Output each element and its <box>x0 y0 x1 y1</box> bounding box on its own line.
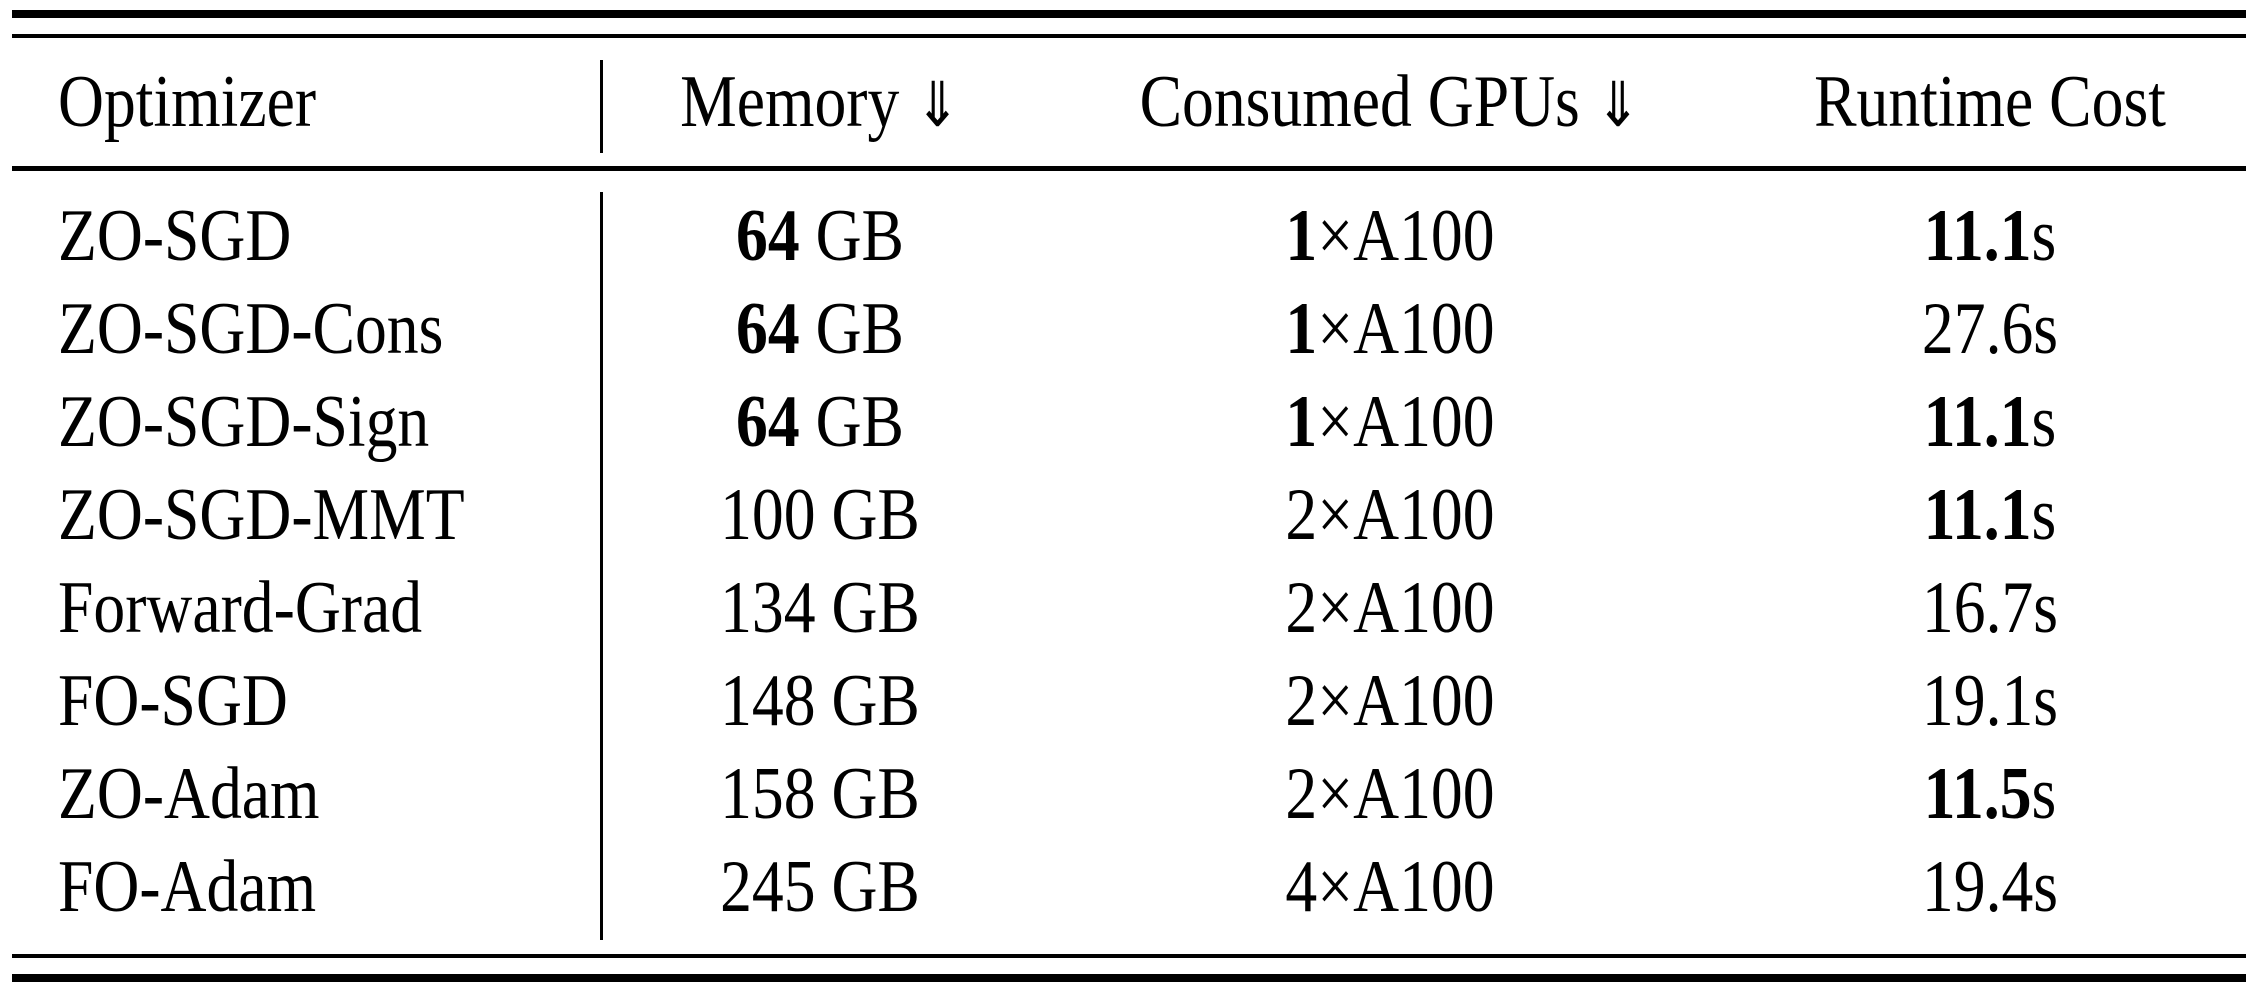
cell-optimizer: Forward-Grad <box>58 567 423 649</box>
column-separator-header <box>600 60 603 153</box>
column-separator-body <box>600 192 603 940</box>
cell-optimizer: ZO-SGD-Cons <box>58 288 444 370</box>
cell-consumed-gpus: 2×A100 <box>1285 567 1495 649</box>
cell-optimizer: ZO-Adam <box>58 753 320 835</box>
cell-memory: 148 GB <box>720 660 920 742</box>
header-memory: Memory ⇓ <box>680 61 960 143</box>
top-rule-thick <box>12 10 2246 18</box>
header-rule <box>12 166 2246 171</box>
header-runtime-cost: Runtime Cost <box>1814 61 2166 143</box>
cell-consumed-gpus: 4×A100 <box>1285 846 1495 928</box>
cell-consumed-gpus: 2×A100 <box>1285 474 1495 556</box>
header-consumed-gpus: Consumed GPUs ⇓ <box>1139 61 1641 143</box>
cell-memory: 64 GB <box>736 288 904 370</box>
down-double-arrow-icon: ⇓ <box>915 68 960 141</box>
cell-optimizer: ZO-SGD-MMT <box>58 474 465 556</box>
cell-optimizer: FO-Adam <box>58 846 317 928</box>
cell-runtime-cost: 11.1s <box>1923 474 2057 556</box>
cell-consumed-gpus: 2×A100 <box>1285 753 1495 835</box>
cell-runtime-cost: 19.1s <box>1921 660 2059 742</box>
cell-consumed-gpus: 2×A100 <box>1285 660 1495 742</box>
down-double-arrow-icon: ⇓ <box>1595 68 1641 141</box>
bottom-rule-thin <box>12 954 2246 958</box>
cell-runtime-cost: 16.7s <box>1921 567 2059 649</box>
cell-runtime-cost: 11.1s <box>1923 381 2057 463</box>
cell-optimizer: ZO-SGD-Sign <box>58 381 430 463</box>
cell-consumed-gpus: 1×A100 <box>1285 288 1495 370</box>
cell-memory: 158 GB <box>720 753 920 835</box>
cell-runtime-cost: 11.5s <box>1923 753 2057 835</box>
top-rule-thin <box>12 34 2246 38</box>
cell-memory: 100 GB <box>720 474 920 556</box>
cell-consumed-gpus: 1×A100 <box>1285 195 1495 277</box>
cell-memory: 64 GB <box>736 381 904 463</box>
cell-runtime-cost: 11.1s <box>1923 195 2057 277</box>
header-optimizer: Optimizer <box>58 61 317 143</box>
cell-memory: 64 GB <box>736 195 904 277</box>
cell-memory: 134 GB <box>720 567 920 649</box>
cell-runtime-cost: 27.6s <box>1921 288 2059 370</box>
bottom-rule-thick <box>12 974 2246 982</box>
cell-runtime-cost: 19.4s <box>1921 846 2059 928</box>
cell-optimizer: FO-SGD <box>58 660 288 742</box>
cell-consumed-gpus: 1×A100 <box>1285 381 1495 463</box>
cell-optimizer: ZO-SGD <box>58 195 292 277</box>
cell-memory: 245 GB <box>720 846 920 928</box>
